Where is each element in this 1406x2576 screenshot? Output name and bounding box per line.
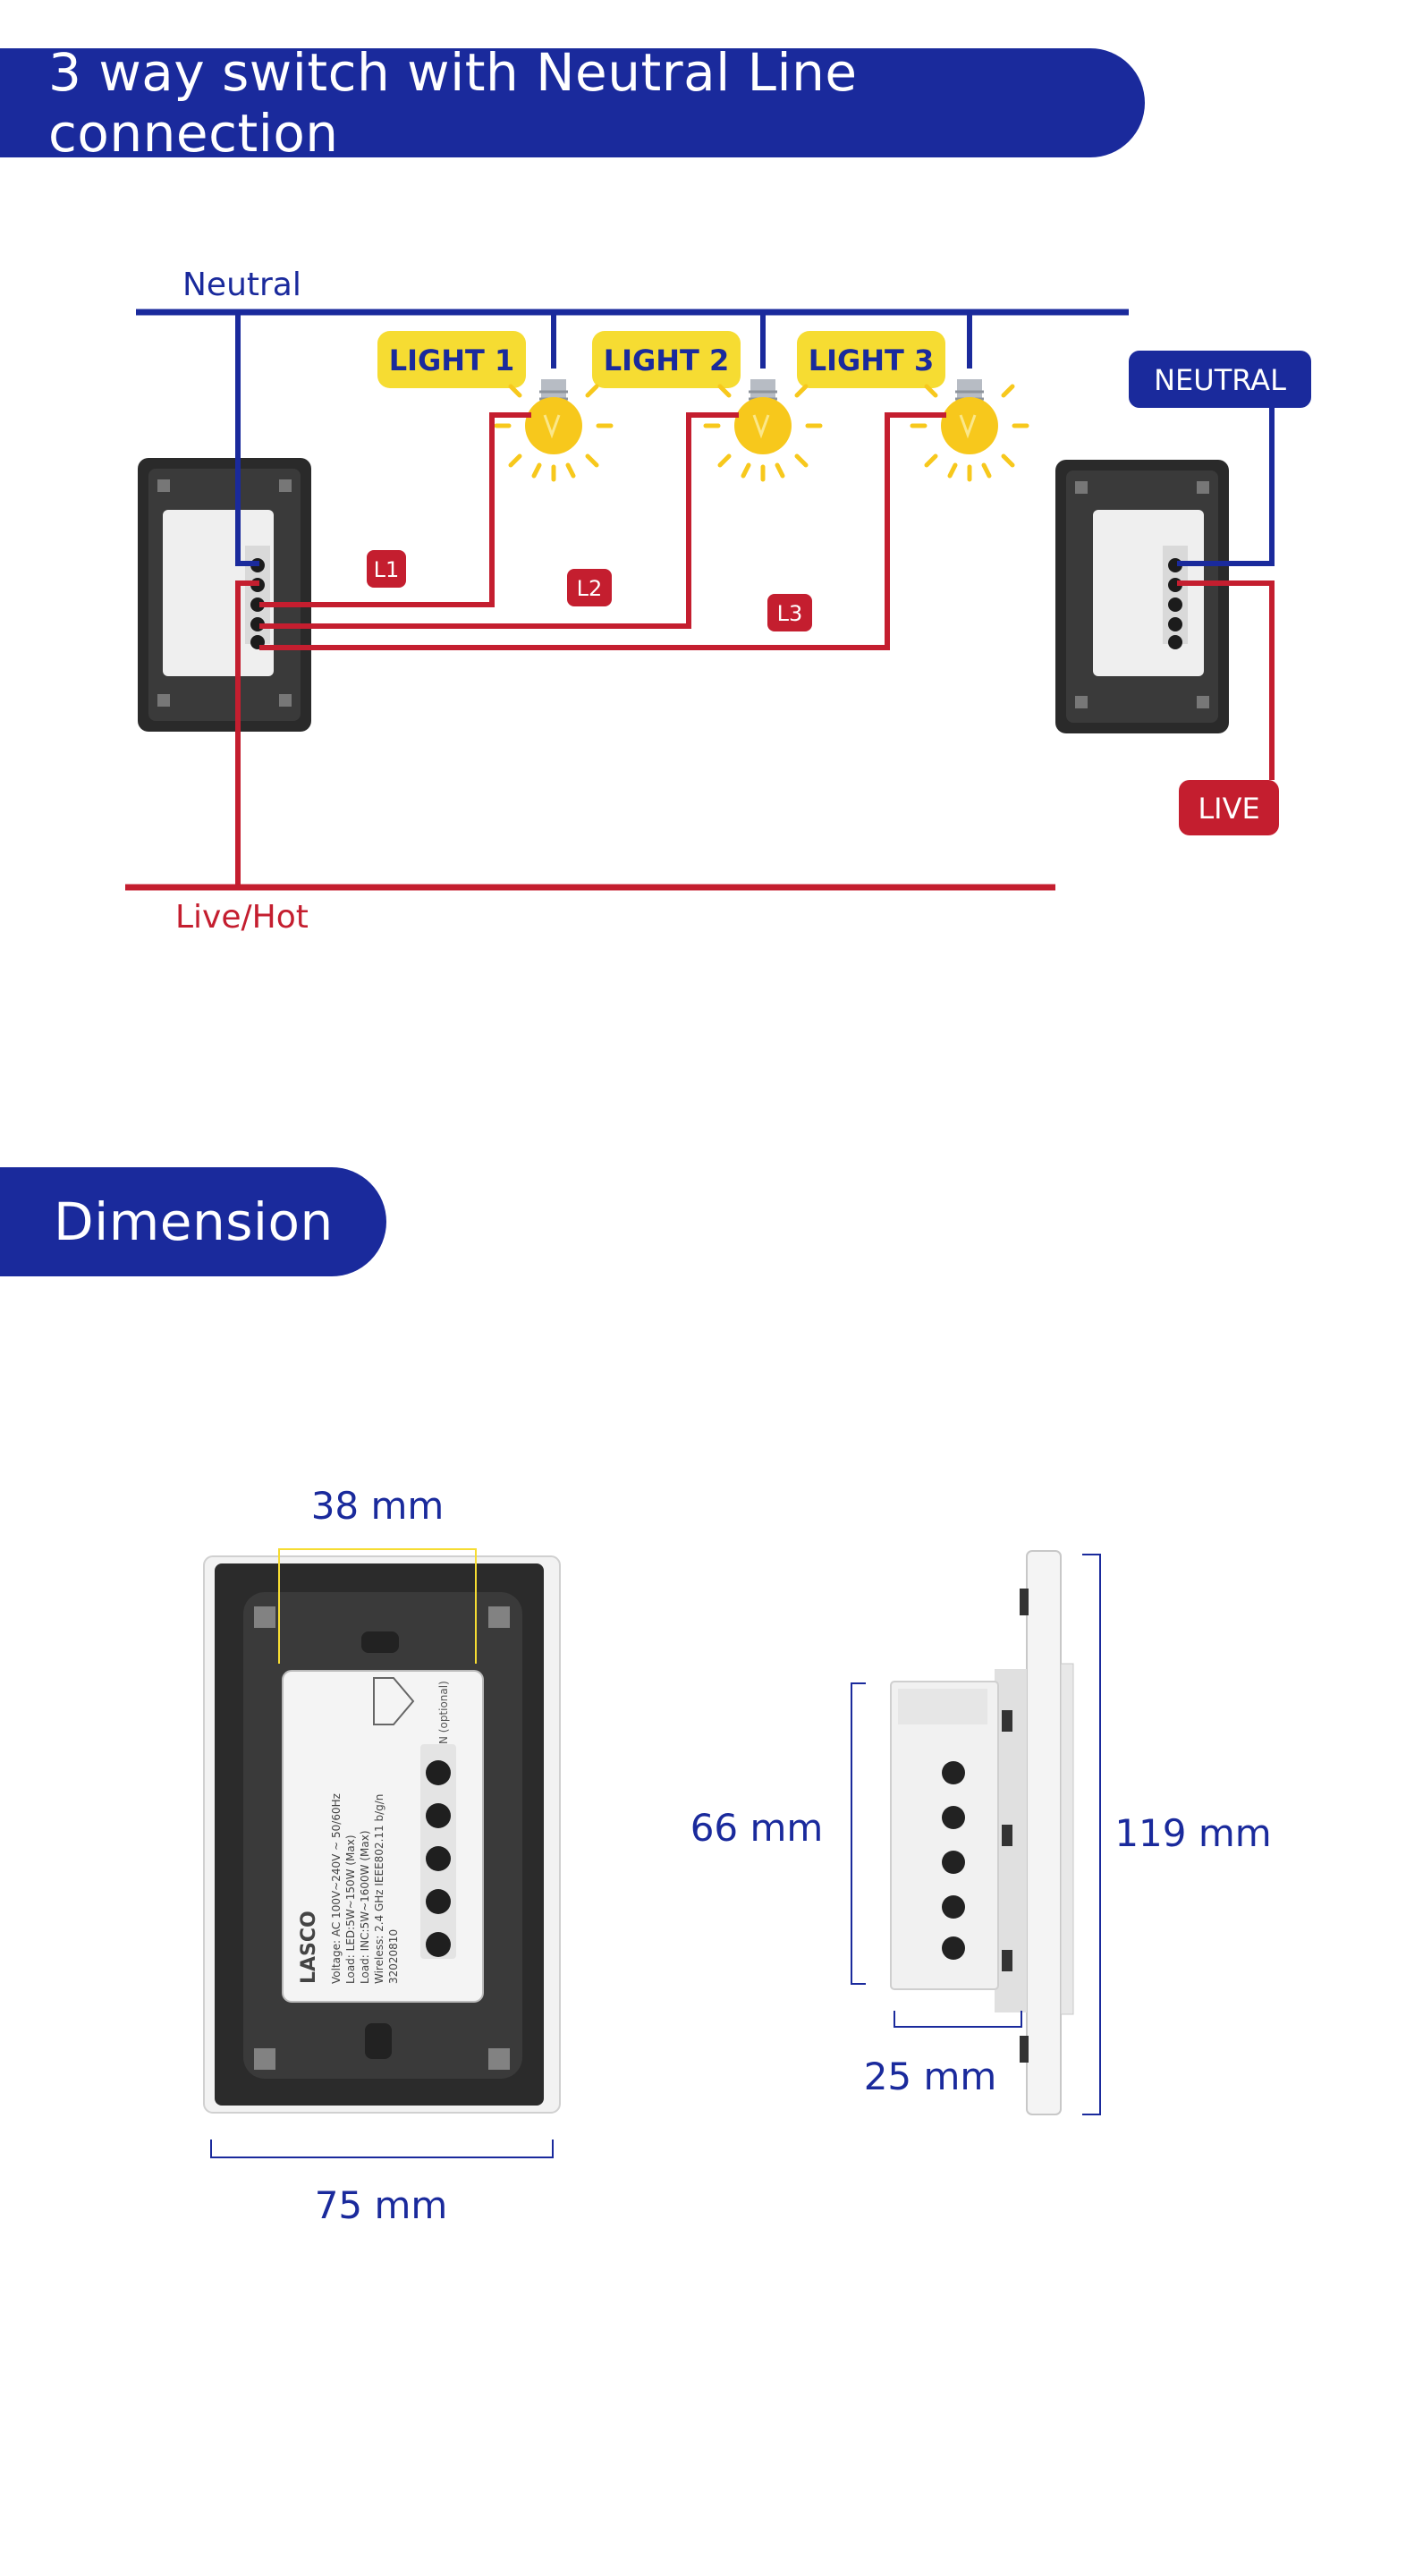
left-switch-neutral-wire (235, 312, 259, 566)
plate-width-label: 75 mm (315, 2183, 448, 2227)
live-tag: LIVE (1179, 780, 1279, 835)
load-tag-l2: L2 (567, 569, 612, 606)
load-tag-l2-text: L2 (577, 576, 603, 601)
light-2-text: LIGHT 2 (604, 343, 730, 377)
dimension-title: Dimension (54, 1191, 334, 1252)
load-tag-l1-text: L1 (374, 557, 400, 582)
light-label-1: LIGHT 1 (377, 331, 526, 388)
device-spec-4: Wireless: 2.4 GHz IEEE802.11 b/g/n (373, 1794, 385, 1984)
neutral-tag: NEUTRAL (1129, 351, 1311, 408)
neutral-label: Neutral (182, 267, 301, 303)
lightbulb-icon (706, 379, 820, 479)
load-wires (259, 412, 946, 650)
lightbulb-icon (912, 379, 1027, 479)
device-spec-2: Load: LED:5W~150W (Max) (344, 1835, 357, 1984)
load-tag-l1: L1 (367, 550, 406, 588)
load-tag-l3-text: L3 (777, 601, 803, 626)
lightbulb-icon (496, 379, 611, 479)
device-brand: LASCO (298, 1911, 320, 1984)
live-tag-text: LIVE (1198, 792, 1259, 826)
dimension-banner: Dimension (0, 1167, 386, 1276)
live-feed-wire (235, 580, 259, 887)
light-label-2: LIGHT 2 (592, 331, 741, 388)
front-view-switch: LASCO Voltage: AC 100V~240V ~ 50/60Hz Lo… (203, 1555, 561, 2114)
depth-label: 25 mm (864, 2055, 997, 2098)
right-switch (1055, 460, 1229, 733)
device-spec-5: 32020810 (387, 1929, 400, 1984)
load-tag-l3: L3 (767, 594, 812, 631)
module-height-bracket (851, 1682, 866, 1985)
light-1-text: LIGHT 1 (389, 343, 515, 377)
module-height-label: 66 mm (690, 1806, 824, 1850)
wiring-title: 3 way switch with Neutral Line connectio… (48, 42, 858, 164)
neutral-optional-label: N (optional) (437, 1681, 450, 1744)
live-hot-label: Live/Hot (175, 899, 309, 936)
device-spec-3: Load: INC:5W~1600W (Max) (359, 1830, 371, 1984)
light-3-text: LIGHT 3 (809, 343, 935, 377)
right-switch-neutral-wire (1177, 408, 1275, 566)
light-label-3: LIGHT 3 (797, 331, 945, 388)
module-width-bracket (278, 1548, 477, 1664)
depth-bracket (894, 2011, 1022, 2028)
right-switch-live-wire (1177, 580, 1275, 780)
left-switch (138, 458, 311, 732)
device-spec-1: Voltage: AC 100V~240V ~ 50/60Hz (330, 1793, 343, 1984)
neutral-drops (551, 312, 972, 369)
plate-height-bracket (1082, 1554, 1101, 2115)
side-view-switch (890, 1550, 1074, 2115)
plate-height-label: 119 mm (1114, 1811, 1271, 1855)
neutral-tag-text: NEUTRAL (1154, 363, 1286, 397)
plate-width-bracket (210, 2140, 554, 2158)
house-icon (373, 1677, 415, 1725)
module-width-label: 38 mm (311, 1484, 445, 1528)
wiring-banner: 3 way switch with Neutral Line connectio… (0, 42, 1145, 164)
